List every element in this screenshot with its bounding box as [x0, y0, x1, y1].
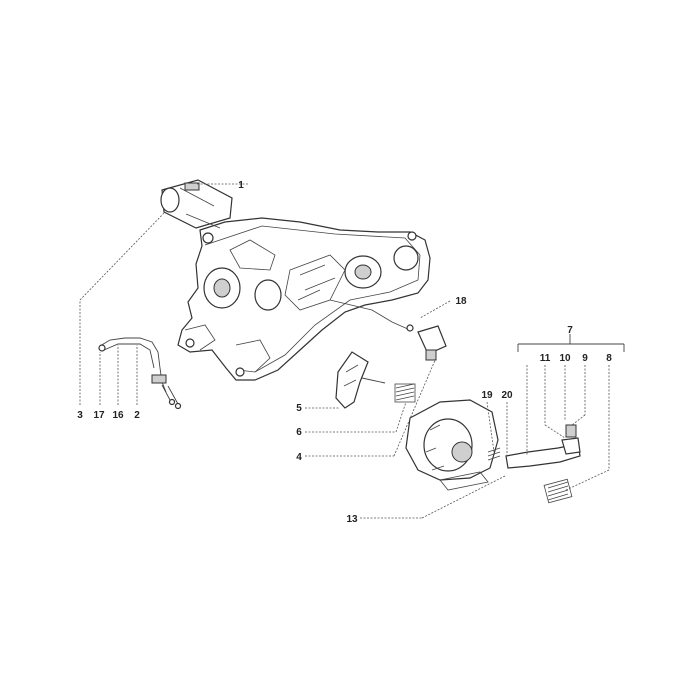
sensor-part	[406, 324, 447, 361]
callout-17: 17	[93, 410, 105, 421]
callout-11: 11	[540, 353, 551, 364]
callout-19: 19	[481, 390, 493, 401]
callout-18: 18	[455, 296, 467, 307]
kick-lever	[505, 424, 581, 469]
callout-16: 16	[112, 410, 124, 421]
callout-5: 5	[296, 403, 302, 414]
small-spring-part	[487, 447, 501, 461]
cable-assembly	[98, 337, 182, 410]
spring-part	[394, 383, 416, 403]
callout-8: 8	[606, 353, 612, 364]
callout-7: 7	[567, 325, 573, 336]
callout-2: 2	[134, 410, 140, 421]
callout-4: 4	[296, 452, 302, 463]
cover-part	[405, 399, 499, 491]
callout-1: 1	[238, 180, 244, 191]
callout-3: 3	[77, 410, 83, 421]
lever-spring	[543, 478, 573, 504]
leader-lines	[79, 183, 625, 519]
plate-part	[335, 351, 386, 409]
callout-20: 20	[501, 390, 513, 401]
callout-labels: 1 18 7 11 10 9 8 3 17 16 2 5 6 4 19 20 1…	[77, 180, 612, 525]
callout-9: 9	[582, 353, 588, 364]
callout-10: 10	[559, 353, 571, 364]
callout-13: 13	[346, 514, 358, 525]
callout-6: 6	[296, 427, 302, 438]
starter-motor	[160, 179, 233, 229]
crankcase	[177, 217, 431, 381]
